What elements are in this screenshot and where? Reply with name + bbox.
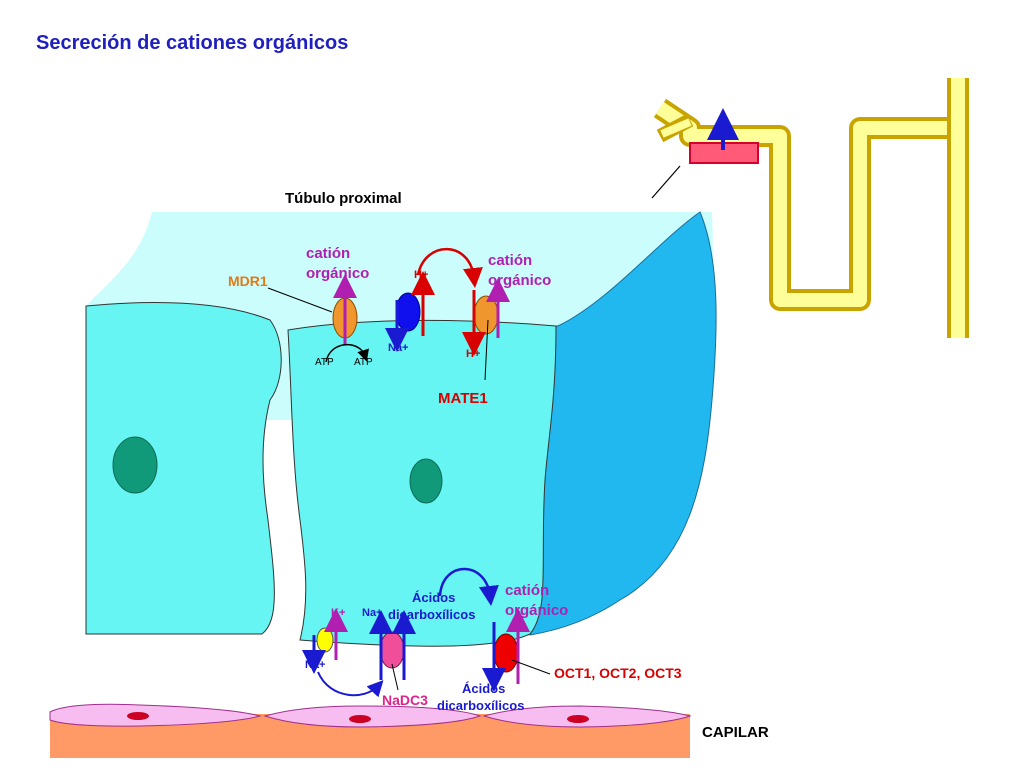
cell-left — [85, 302, 282, 635]
na-plus-nadc3-label: Na+ — [362, 607, 383, 619]
cation-mdr-line1: catión — [306, 245, 351, 262]
h-plus-top: H+ — [414, 269, 429, 281]
na-plus-pump-label: Na+ — [305, 659, 326, 671]
rbc-3 — [482, 705, 692, 728]
acidos-top-line2: dicarboxílicos — [388, 607, 476, 622]
rbc-1 — [49, 703, 262, 727]
cation-mdr-line2: orgánico — [306, 265, 370, 282]
cation-mate-line2: orgánico — [488, 272, 552, 289]
cation-oct-line2: orgánico — [505, 602, 569, 619]
acidos-top-line1: Ácidos — [412, 590, 456, 605]
na-k-pump — [316, 627, 334, 653]
nucleus-left — [112, 436, 158, 494]
acidos-bottom-line2: dicarboxílicos — [437, 698, 525, 713]
atp-right: ATP — [354, 357, 373, 368]
mate1-transporter — [473, 295, 499, 335]
rbc-nucleus-1 — [127, 712, 149, 720]
capilar-label: CAPILAR — [702, 724, 769, 741]
page-title: Secreción de cationes orgánicos — [36, 32, 349, 54]
cell-right — [529, 211, 717, 636]
h-plus-bottom: H+ — [466, 348, 481, 360]
oct-transporter — [493, 633, 519, 673]
nucleus-center — [409, 458, 443, 504]
acidos-bottom-line1: Ácidos — [462, 681, 506, 696]
cation-mate-line1: catión — [488, 252, 533, 269]
nadc3-label: NaDC3 — [382, 692, 428, 708]
rbc-2 — [263, 705, 482, 728]
na-plus-apical: Na+ — [388, 342, 409, 354]
cation-oct-line1: catión — [505, 582, 550, 599]
nadc3-transporter — [379, 631, 405, 669]
k-plus-label: K+ — [331, 607, 346, 619]
oct-label: OCT1, OCT2, OCT3 — [554, 665, 682, 681]
mdr1-label: MDR1 — [228, 273, 268, 289]
nephron-schematic — [651, 78, 969, 338]
rbc-nucleus-2 — [349, 715, 371, 723]
na-h-antiporter — [395, 292, 421, 332]
rbc-nucleus-3 — [567, 715, 589, 723]
tubulo-label: Túbulo proximal — [285, 190, 402, 207]
atp-left: ATP — [315, 357, 334, 368]
mate1-label: MATE1 — [438, 390, 488, 407]
